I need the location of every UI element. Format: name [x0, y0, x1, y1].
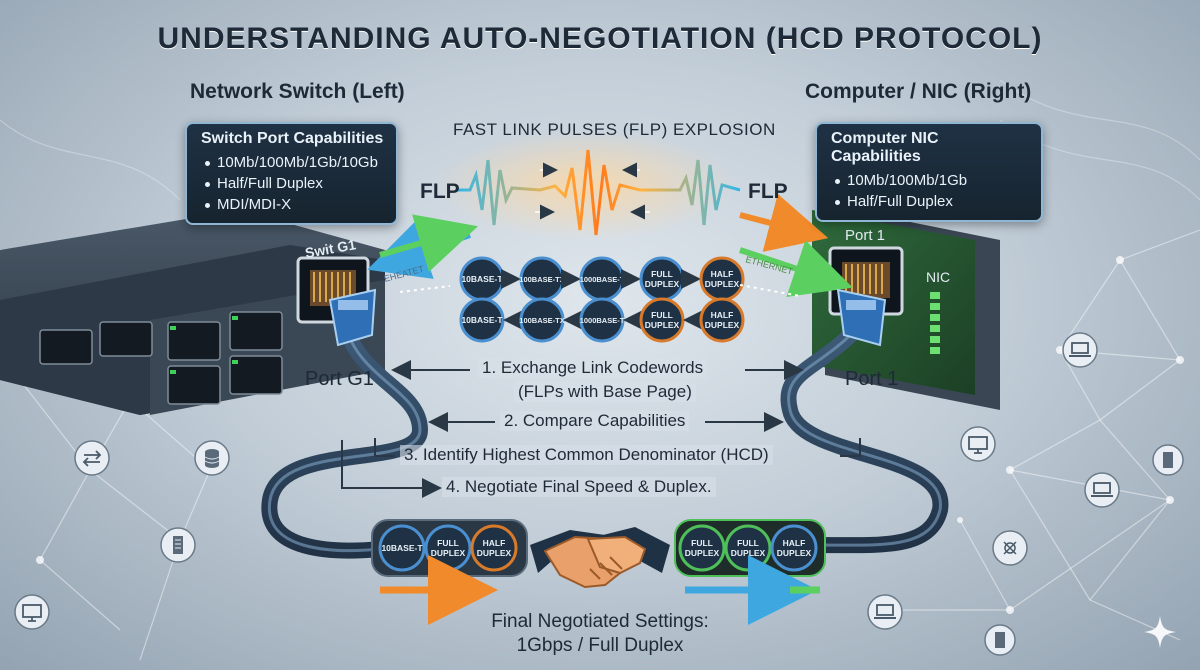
nic-port-label: Port 1: [845, 368, 899, 390]
bullet-icon: [835, 199, 840, 205]
flp-tag-left: FLP: [420, 180, 460, 203]
codeword-badge-text: FULL: [691, 538, 713, 548]
left-device-heading: Network Switch (Left): [190, 80, 405, 103]
bullet-icon: [205, 160, 210, 166]
flp-small-arrows: [535, 162, 650, 220]
final-settings-title: Final Negotiated Settings:: [491, 611, 709, 632]
laptop-icon: [867, 594, 903, 630]
rj45-plug-left: [328, 288, 377, 347]
codeword-badge: [678, 524, 726, 572]
final-settings-value: 1Gbps / Full Duplex: [516, 635, 684, 656]
flp-arrow-right-green: [739, 240, 853, 298]
flp-arrow-left-green: [379, 214, 479, 272]
codeword-badge: [378, 524, 426, 572]
codeword-badge-text: DUPLEX: [685, 548, 720, 558]
bullet-icon: [205, 202, 210, 208]
step-arrows: [341, 360, 861, 498]
server-icon: [1152, 444, 1184, 476]
step-1-sublabel: (FLPs with Base Page): [514, 382, 696, 402]
codeword-badge-text: DUPLEX: [705, 279, 740, 289]
right-device-heading: Computer / NIC (Right): [805, 80, 1032, 103]
codeword-badge-text: DUPLEX: [645, 279, 680, 289]
nic-capabilities-title: Computer NIC Capabilities: [831, 130, 939, 165]
step-1-label: 1. Exchange Link Codewords: [478, 358, 708, 378]
flp-heading: FAST LINK PULSES (FLP) EXPLOSION: [453, 120, 776, 139]
codeword-badge-text: HALF: [711, 269, 734, 279]
final-settings: Final Negotiated Settings: 1Gbps / Full …: [450, 610, 750, 658]
codeword-badge-text: FULL: [437, 538, 459, 548]
codeword-badge-text: DUPLEX: [477, 548, 512, 558]
flp-arrow-right: [739, 193, 829, 252]
router-icon: [992, 530, 1028, 566]
codeword-badge-text: DUPLEX: [431, 548, 466, 558]
switch-capability-item: Half/Full Duplex: [201, 173, 386, 194]
switch-capability-item: 10Mb/100Mb/1Gb/10Gb: [201, 152, 386, 173]
step-3-label: 3. Identify Highest Common Denominator (…: [400, 445, 773, 465]
codeword-badge-text: 100BASE-TX: [519, 316, 564, 325]
codeword-badge-text: DUPLEX: [777, 548, 812, 558]
monitor-icon: [14, 594, 50, 630]
codeword-badge-text: HALF: [483, 538, 506, 548]
flp-tag-right: FLP: [748, 180, 788, 203]
router-icon: [74, 440, 110, 476]
step-2-label: 2. Compare Capabilities: [500, 411, 690, 431]
codeword-badge-text: FULL: [651, 310, 673, 320]
server-icon: [160, 527, 196, 563]
laptop-icon: [1062, 332, 1098, 368]
bullet-icon: [835, 178, 840, 184]
flp-waveform: [458, 149, 741, 236]
codeword-badge-text: FULL: [651, 269, 673, 279]
codeword-badge-text: 10BASE-T: [461, 274, 503, 284]
codeword-badge-text: HALF: [783, 538, 806, 548]
switch-capability-item: MDI/MDI-X: [201, 194, 386, 215]
page-title: UNDERSTANDING AUTO-NEGOTIATION (HCD PROT…: [157, 22, 1043, 55]
bullet-icon: [205, 181, 210, 187]
sparkle-icon: [1144, 616, 1176, 648]
monitor-icon: [960, 426, 996, 462]
database-icon: [194, 440, 230, 476]
nic-capability-item: Half/Full Duplex: [831, 191, 1031, 212]
nic-capabilities-panel: Computer NIC Capabilities 10Mb/100Mb/1Gb…: [815, 122, 1043, 222]
laptop-icon: [1084, 472, 1120, 508]
codeword-badge-text: 100BASE-TX: [519, 275, 564, 284]
cable-label-left: EHEATET: [383, 264, 426, 284]
switch-port-label: Port G1: [305, 368, 374, 390]
codeword-badge-text: 1000BASE-T: [580, 316, 625, 325]
codeword-badge-text: 10BASE-T: [461, 315, 503, 325]
handshake-icon: [530, 527, 670, 589]
codeword-badge-text: HALF: [711, 310, 734, 320]
codeword-badge-text: 10BASE-T: [381, 543, 423, 553]
step-4-label: 4. Negotiate Final Speed & Duplex.: [442, 477, 716, 497]
codeword-badge-text: DUPLEX: [645, 320, 680, 330]
server-icon: [984, 624, 1016, 656]
nic-capability-item: 10Mb/100Mb/1Gb: [831, 170, 1031, 191]
codeword-trail-left: [399, 285, 451, 293]
codeword-badge-text: 1000BASE-T: [580, 275, 625, 284]
switch-capabilities-panel: Switch Port Capabilities 10Mb/100Mb/1Gb/…: [185, 122, 398, 225]
codeword-badge-text: DUPLEX: [705, 320, 740, 330]
rj45-plug-right: [836, 288, 887, 347]
codeword-badge: [699, 297, 745, 343]
codeword-badge-text: FULL: [737, 538, 759, 548]
switch-capabilities-title: Switch Port Capabilities: [201, 130, 384, 147]
codeword-trail-right: [739, 284, 801, 297]
codeword-badge-text: DUPLEX: [731, 548, 766, 558]
nic-label: NIC: [926, 269, 950, 285]
nic-device-label: Port 1: [845, 227, 885, 244]
network-switch: [0, 210, 385, 415]
